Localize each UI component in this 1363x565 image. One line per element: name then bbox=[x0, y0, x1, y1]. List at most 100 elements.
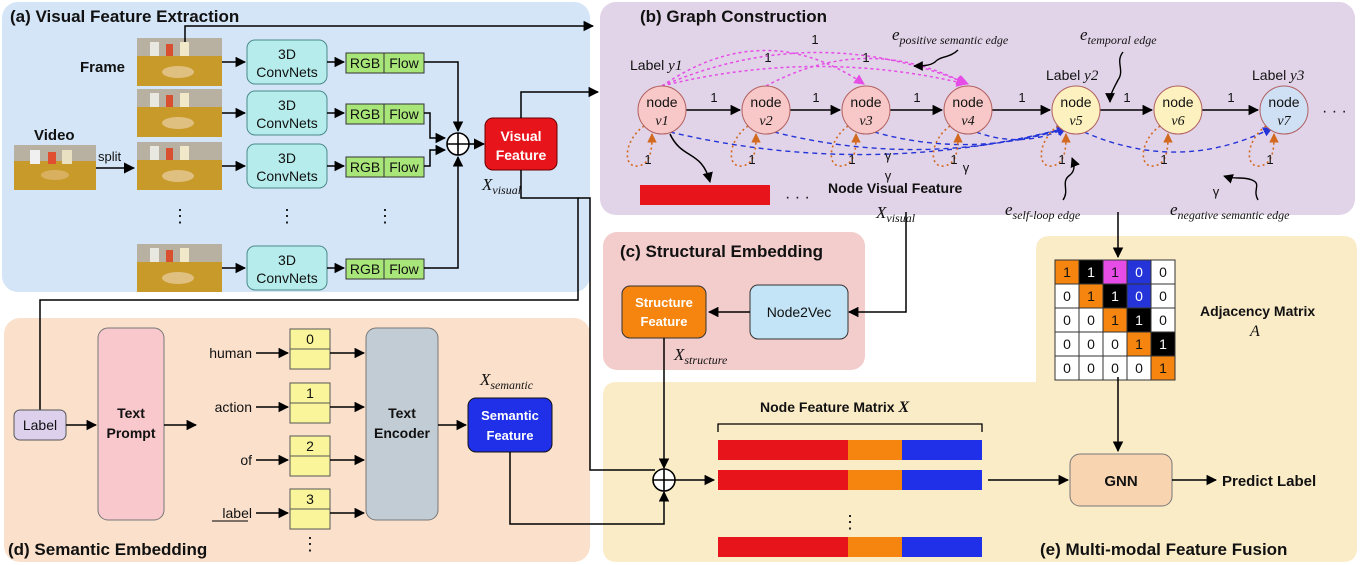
token-box: 2 bbox=[289, 435, 331, 477]
adjacency-cell: 1 bbox=[1150, 331, 1176, 357]
adjacency-cell: 0 bbox=[1054, 355, 1080, 381]
video-thumbnail bbox=[14, 145, 96, 190]
edge-weight: 1 bbox=[710, 90, 717, 105]
prompt-word: label bbox=[222, 505, 252, 521]
frame-to-graph-line bbox=[184, 20, 595, 42]
adjacency-cell: 0 bbox=[1150, 283, 1176, 309]
text-prompt-box: Text Prompt bbox=[97, 327, 165, 521]
node-feature-matrix-title: Node Feature Matrix X bbox=[760, 399, 909, 416]
self-loop-weight: 1 bbox=[950, 152, 957, 167]
adjacency-value: 0 bbox=[1159, 312, 1167, 328]
adjacency-value: 0 bbox=[1063, 312, 1071, 328]
node-id: v3 bbox=[859, 114, 872, 129]
adjacency-value: 1 bbox=[1111, 288, 1119, 304]
feature-row bbox=[718, 470, 982, 490]
token-dots: ⋮ bbox=[301, 534, 319, 554]
adjacency-cell: 0 bbox=[1150, 307, 1176, 333]
adjacency-value: 0 bbox=[1135, 360, 1143, 376]
flow-label: Flow bbox=[389, 106, 419, 122]
adjacency-cell: 1 bbox=[1150, 355, 1176, 381]
e-negative-label: enegative semantic edge bbox=[1170, 200, 1290, 222]
token-box: 0 bbox=[289, 328, 331, 370]
adjacency-cell: 0 bbox=[1126, 283, 1152, 309]
prompt-word: of bbox=[240, 452, 252, 468]
token-column: human 0 action 1 of 2 label 3 bbox=[209, 328, 366, 530]
gnn-label: GNN bbox=[1104, 473, 1137, 490]
convnets-line2: ConvNets bbox=[256, 168, 317, 184]
node-id: v4 bbox=[961, 114, 974, 129]
adjacency-value: 1 bbox=[1159, 360, 1167, 376]
token-index: 1 bbox=[306, 385, 314, 401]
adjacency-var: A bbox=[1249, 323, 1260, 340]
node-label: node bbox=[1162, 94, 1193, 110]
prompt-word: action bbox=[215, 399, 252, 415]
panel-b-title: (b) Graph Construction bbox=[640, 7, 827, 26]
graph-node: node v4 bbox=[943, 85, 993, 135]
frame-thumbnail bbox=[137, 89, 222, 137]
panel-a-title: (a) Visual Feature Extraction bbox=[10, 7, 239, 26]
adjacency-value: 0 bbox=[1063, 336, 1071, 352]
e-self-loop-label: eself-loop edge bbox=[1005, 200, 1081, 222]
adjacency-value: 0 bbox=[1087, 336, 1095, 352]
flow-label: Flow bbox=[389, 261, 419, 277]
adjacency-value: 0 bbox=[1063, 360, 1071, 376]
adjacency-value: 0 bbox=[1087, 312, 1095, 328]
adjacency-cell: 0 bbox=[1054, 307, 1080, 333]
node-class-label: Label y3 bbox=[1252, 67, 1304, 84]
convnets-line2: ConvNets bbox=[256, 270, 317, 286]
adjacency-cell: 1 bbox=[1102, 307, 1128, 333]
row-dots: ⋮ bbox=[171, 206, 189, 226]
node-label: node bbox=[750, 94, 781, 110]
adjacency-value: 0 bbox=[1111, 336, 1119, 352]
adjacency-cell: 0 bbox=[1102, 355, 1128, 381]
adjacency-cell: 1 bbox=[1126, 307, 1152, 333]
structure-feature-line1: Structure bbox=[635, 295, 693, 310]
frame-thumbnail bbox=[137, 244, 222, 292]
node-id: v1 bbox=[655, 114, 668, 129]
prompt-word: human bbox=[209, 345, 252, 361]
panel-e-title: (e) Multi-modal Feature Fusion bbox=[1040, 540, 1287, 559]
visual-feature-line2: Feature bbox=[496, 147, 547, 163]
node-label: node bbox=[952, 94, 983, 110]
edge-weight-gamma: γ bbox=[885, 168, 892, 183]
adjacency-cell: 0 bbox=[1078, 355, 1104, 381]
row-dots: ⋮ bbox=[278, 206, 296, 226]
adjacency-cell: 0 bbox=[1102, 331, 1128, 357]
adjacency-cell: 0 bbox=[1078, 307, 1104, 333]
x-visual-label: Xvisual bbox=[481, 175, 522, 197]
token-index: 3 bbox=[306, 491, 314, 507]
semantic-feature-line1: Semantic bbox=[481, 408, 539, 423]
adjacency-value: 0 bbox=[1135, 264, 1143, 280]
node-feature-rows bbox=[718, 440, 982, 557]
node-class-label: Label y2 bbox=[1046, 67, 1099, 84]
frame-label: Frame bbox=[80, 59, 125, 76]
label-box-text: Label bbox=[23, 417, 57, 433]
adjacency-value: 1 bbox=[1087, 288, 1095, 304]
self-loop-weight: 1 bbox=[1266, 152, 1273, 167]
adjacency-value: 0 bbox=[1087, 360, 1095, 376]
text-encoder-line2: Encoder bbox=[374, 425, 431, 441]
edge-weight: 1 bbox=[1123, 90, 1130, 105]
node2vec-box: Node2Vec bbox=[749, 284, 849, 340]
adjacency-value: 0 bbox=[1159, 288, 1167, 304]
panel-d-title: (d) Semantic Embedding bbox=[8, 540, 207, 559]
structure-feature-line2: Feature bbox=[641, 314, 688, 329]
node-visual-feature-label: Node Visual Feature bbox=[828, 180, 963, 196]
adjacency-value: 1 bbox=[1087, 264, 1095, 280]
adjacency-value: 0 bbox=[1159, 264, 1167, 280]
self-loop-weight: 1 bbox=[644, 152, 651, 167]
adjacency-cell: 1 bbox=[1126, 331, 1152, 357]
adjacency-value: 1 bbox=[1159, 336, 1167, 352]
graph-x-visual: Xvisual bbox=[875, 203, 916, 225]
semantic-feature-box: Semantic Feature bbox=[467, 397, 553, 453]
flow-label: Flow bbox=[389, 55, 419, 71]
adjacency-cell: 0 bbox=[1078, 331, 1104, 357]
adjacency-value: 0 bbox=[1063, 288, 1071, 304]
node-id: v7 bbox=[1277, 114, 1291, 129]
node-label: node bbox=[646, 94, 677, 110]
adjacency-value: 1 bbox=[1135, 336, 1143, 352]
e-positive-label: epositive semantic edge bbox=[892, 25, 1009, 47]
self-loop-weight: 1 bbox=[1160, 152, 1167, 167]
